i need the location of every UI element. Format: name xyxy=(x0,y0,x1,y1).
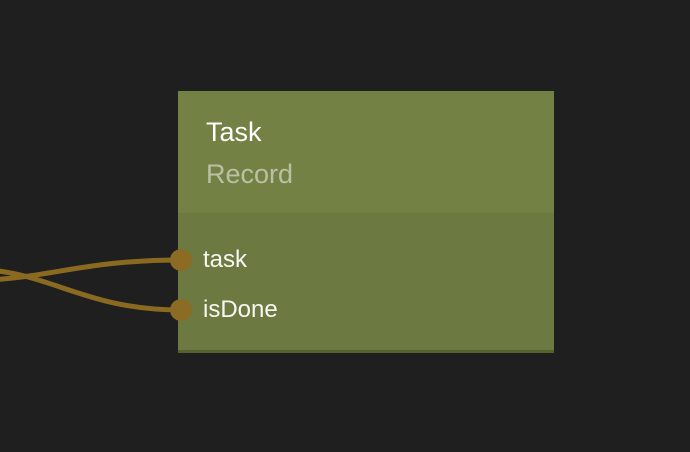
input-socket[interactable] xyxy=(170,249,192,271)
node-task-record[interactable]: Task Record task isDone xyxy=(170,91,554,353)
connection-wire-task[interactable] xyxy=(0,257,184,282)
input-port-isdone: isDone xyxy=(170,285,554,335)
node-body: task isDone xyxy=(170,213,554,353)
input-port-task: task xyxy=(170,235,554,285)
node-subtitle: Record xyxy=(206,159,294,189)
input-socket[interactable] xyxy=(170,299,192,321)
node-title: Task xyxy=(206,117,262,147)
port-label: task xyxy=(203,246,248,273)
port-label: isDone xyxy=(203,296,278,323)
connection-wire-isdone[interactable] xyxy=(0,268,184,313)
node-header: Task Record xyxy=(178,91,554,213)
